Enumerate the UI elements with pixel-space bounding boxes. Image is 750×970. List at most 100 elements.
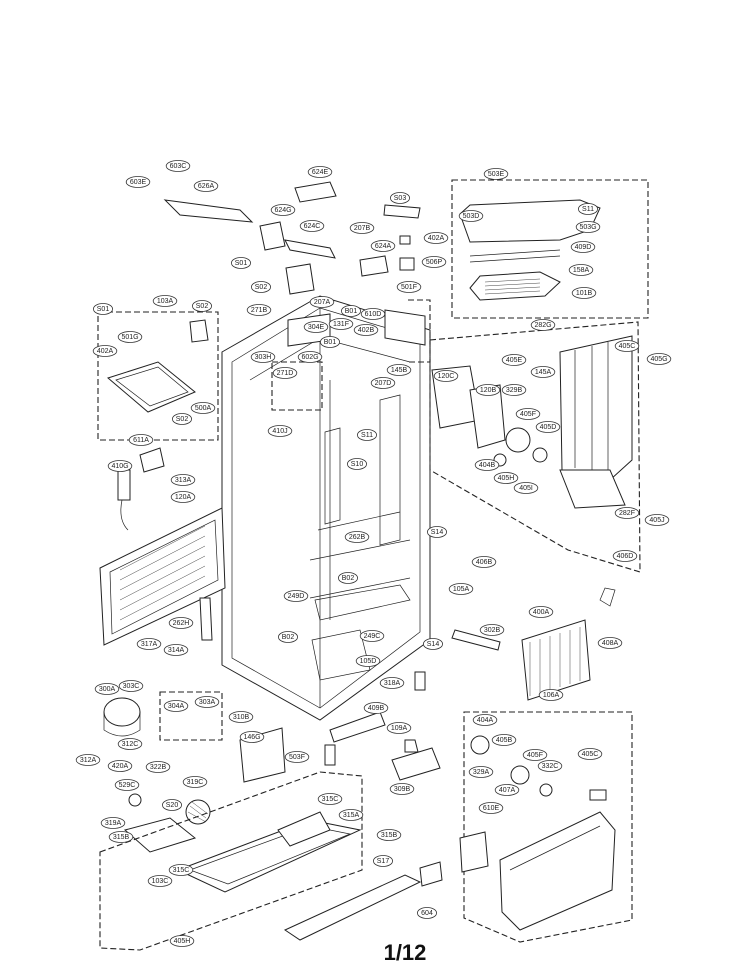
callout-bubble [230,257,251,269]
callout-404a: 404A [472,714,498,726]
callout-bubble [370,240,396,252]
callout-text: 409D [575,244,592,251]
callout-bubble [145,761,171,773]
callout-text: 249D [288,593,305,600]
callout-text: 405G [650,356,667,363]
callout-101b: 101B [571,287,597,299]
callout-406b: 406B [471,556,497,568]
callout-text: 313A [175,477,192,484]
callout-text: 303H [255,354,272,361]
callout-207b: 207B [349,222,375,234]
part-109a [324,744,336,766]
page-number: 1/12 [383,940,427,965]
callout-text: 105D [360,658,377,665]
callout-text: S11 [361,432,373,439]
callout-503e: 503E [483,168,509,180]
callout-bubble [168,864,194,876]
callout-bubble [297,351,323,363]
back-panel [99,447,226,646]
callout-text: 603E [130,179,147,186]
callout-text: 405F [527,752,543,759]
callout-271d: 271D [272,367,298,379]
callout-bubble [152,295,178,307]
callout-bubble [239,731,265,743]
callout-249d: 249D [283,590,309,602]
callout-304a: 304A [163,700,189,712]
callout-bubble [309,296,335,308]
callout-text: 420A [112,763,129,770]
callout-bubble [328,318,354,330]
callout-bubble [194,696,220,708]
callout-text: S01 [97,306,110,313]
callout-bubble [360,308,386,320]
callout-282g: 282G [530,319,556,331]
callout-bubble [190,402,216,414]
callout-bubble [353,324,379,336]
callout-text: S14 [431,529,444,536]
callout-bubble [270,204,296,216]
callout-bubble [370,377,396,389]
callout-bubble [577,748,603,760]
callout-bubble [169,935,195,947]
callout-text: 249C [364,633,381,640]
callout-text: 506P [426,259,443,266]
callout-text: 271D [277,370,294,377]
callout-text: 501F [401,284,417,291]
callout-506p: 506P [421,256,447,268]
callout-text: 318A [384,680,401,687]
callout-text: 405E [506,357,523,364]
callout-text: S10 [351,461,364,468]
callout-text: 624C [304,223,321,230]
callout-303c: 303C [118,680,144,692]
callout-bubble [422,638,443,650]
callout-bubble [356,429,377,441]
callout-text: 402A [428,235,445,242]
callout-bubble [165,160,191,172]
callout-text: S02 [255,284,268,291]
callout-bubble [250,281,271,293]
callout-bubble [386,364,412,376]
callout-bubble [530,366,556,378]
callout-bubble [94,683,120,695]
callout-text: 406D [617,553,634,560]
callout-bubble [379,677,405,689]
callout-text: 310B [233,714,250,721]
271b-box [408,299,431,363]
callout-318a: 318A [379,677,405,689]
callout-text: S01 [235,260,248,267]
callout-bubble [163,644,189,656]
callout-bubble [389,192,410,204]
callout-bubble [479,624,505,636]
callout-text: 405H [174,938,191,945]
callout-bubble [92,345,118,357]
callout-text: 604 [421,910,433,917]
callout-text: S03 [394,195,407,202]
callout-bubble [340,305,361,317]
callout-120c: 120C [433,370,459,382]
callout-bubble [530,319,556,331]
callout-text: S11 [582,206,594,213]
callout-bubble [317,793,343,805]
callout-text: 207B [354,225,371,232]
callout-s20: S20 [161,799,182,811]
callout-text: B01 [324,339,337,346]
callout-302b: 302B [479,624,505,636]
callout-text: B02 [342,575,355,582]
callout-text: 503D [463,213,480,220]
callout-402a: 402A [423,232,449,244]
ice-maker-group [451,179,649,319]
callout-text: 626A [198,183,215,190]
shelf-group-left [97,311,219,441]
callout-405f: 405F [515,408,541,420]
callout-bubble [349,222,375,234]
callout-bubble [171,413,192,425]
callout-bubble [483,168,509,180]
callout-bubble [491,734,517,746]
callout-text: 303C [123,683,140,690]
callout-s03: S03 [389,192,410,204]
callout-bubble [272,367,298,379]
callout-text: 410J [272,428,287,435]
callout-text: 314A [168,647,185,654]
callout-text: 145A [535,369,552,376]
